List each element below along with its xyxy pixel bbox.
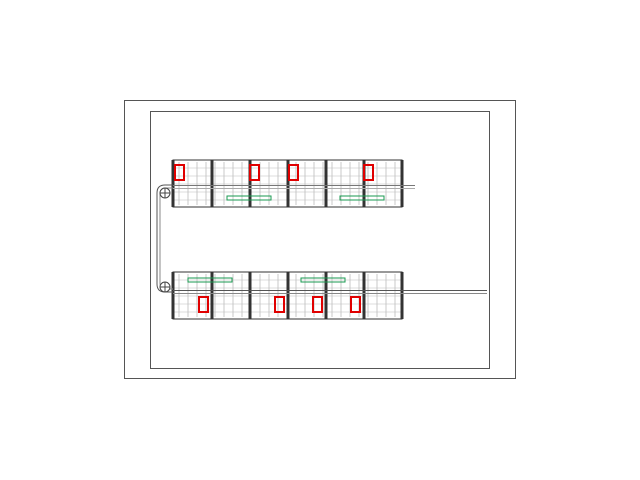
highlight-corridor xyxy=(187,277,233,283)
structural-wall xyxy=(210,272,214,319)
stair-icon xyxy=(249,164,260,181)
stair-icon xyxy=(274,296,285,313)
stair-icon xyxy=(198,296,209,313)
structural-wall xyxy=(400,272,404,319)
connecting-pipe xyxy=(156,184,487,294)
structural-wall xyxy=(362,160,366,207)
grid-circle-icon xyxy=(159,281,171,293)
structural-wall xyxy=(210,160,214,207)
structural-wall xyxy=(324,160,328,207)
structural-wall xyxy=(324,272,328,319)
highlight-corridor xyxy=(339,195,385,201)
inner-frame xyxy=(150,111,490,369)
structural-wall xyxy=(286,272,290,319)
outer-frame xyxy=(124,100,516,379)
stair-icon xyxy=(363,164,374,181)
grid-circle-icon xyxy=(159,187,171,199)
structural-wall xyxy=(362,272,366,319)
structural-wall xyxy=(286,160,290,207)
stair-icon xyxy=(312,296,323,313)
structural-wall xyxy=(171,160,175,207)
structural-wall xyxy=(248,160,252,207)
highlight-corridor xyxy=(300,277,346,283)
structural-wall xyxy=(400,160,404,207)
structural-wall xyxy=(248,272,252,319)
stair-icon xyxy=(288,164,299,181)
structural-wall xyxy=(171,272,175,319)
stair-icon xyxy=(174,164,185,181)
stair-icon xyxy=(350,296,361,313)
highlight-corridor xyxy=(226,195,272,201)
